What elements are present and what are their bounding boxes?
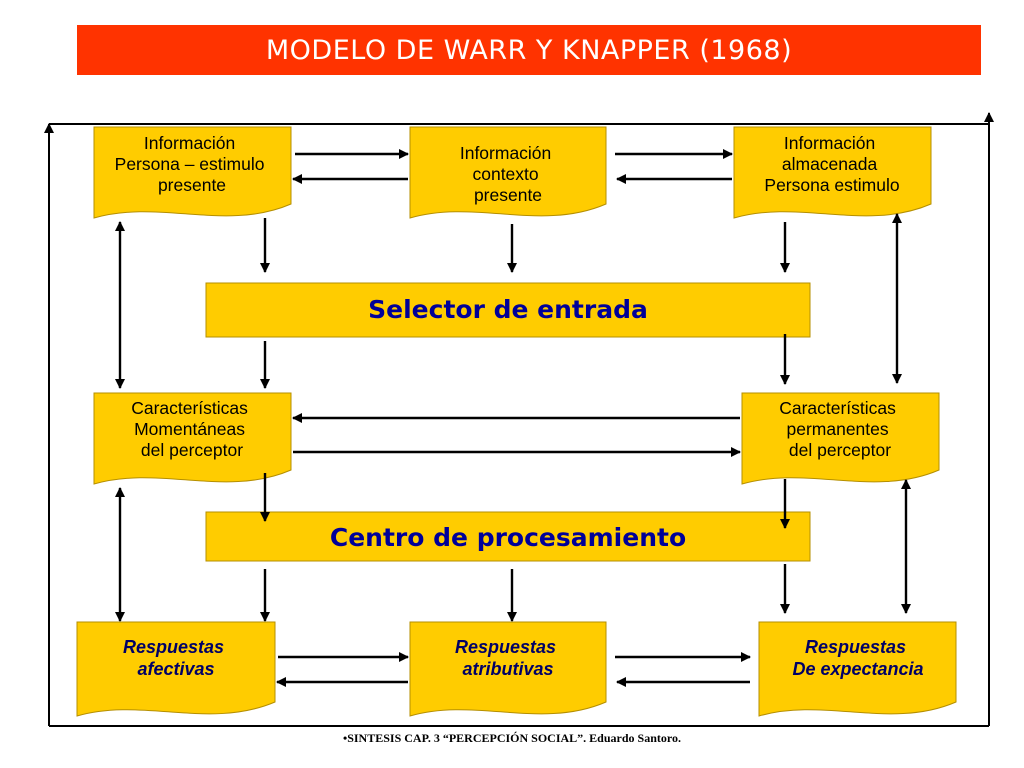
box-caract-momentaneas-line-3: del perceptor (141, 440, 243, 460)
box-resp-afectivas: Respuestas afectivas (76, 621, 276, 717)
box-resp-afectivas-line-2: afectivas (137, 659, 214, 679)
svg-text:Características Momentán: Características Momentáneas del percepto… (131, 398, 253, 460)
box-info-contexto-line-1: Información (460, 143, 551, 163)
bar-selector: Selector de entrada (205, 282, 811, 338)
page-title: MODELO DE WARR Y KNAPPER (1968) (265, 34, 793, 66)
box-caract-permanentes-line-1: Características (779, 398, 896, 418)
box-info-contexto-line-2: contexto (472, 164, 538, 184)
box-info-contexto-line-3: presente (474, 185, 542, 205)
box-caract-momentaneas: Características Momentáneas del percepto… (93, 392, 292, 485)
outer-frame (44, 112, 994, 727)
svg-text:Información contexto: Información contexto presente (460, 143, 556, 205)
box-caract-permanentes-line-2: permanentes (786, 419, 888, 439)
box-caract-momentaneas-line-1: Características (131, 398, 248, 418)
bar-centro-label: Centro de procesamiento (330, 523, 686, 552)
box-resp-afectivas-line-1: Respuestas (123, 637, 224, 657)
box-info-almacenada-line-3: Persona estimulo (764, 175, 899, 195)
box-caract-permanentes-line-3: del perceptor (789, 440, 891, 460)
svg-text:Características permanen: Características permanentes del percepto… (779, 398, 901, 460)
box-resp-expectancia-line-1: Respuestas (805, 637, 906, 657)
box-info-almacenada-line-2: almacenada (782, 154, 878, 174)
box-resp-atributivas-line-1: Respuestas (455, 637, 556, 657)
box-resp-atributivas: Respuestas atributivas (409, 621, 607, 717)
box-info-persona-line-1: Información (144, 133, 235, 153)
box-info-persona: Información Persona – estimulo presente (93, 126, 292, 219)
svg-text:Respuestas De expectanci: Respuestas De expectancia (792, 637, 923, 679)
box-info-persona-line-2: Persona – estimulo (115, 154, 265, 174)
svg-text:Respuestas afectivas: Respuestas afectivas (123, 637, 229, 679)
box-resp-expectancia: Respuestas De expectancia (758, 621, 957, 717)
box-info-persona-line-3: presente (158, 175, 226, 195)
box-resp-atributivas-line-2: atributivas (462, 659, 553, 679)
title-bar: MODELO DE WARR Y KNAPPER (1968) (77, 25, 981, 75)
svg-text:Respuestas atributivas: Respuestas atributivas (455, 637, 561, 679)
box-caract-momentaneas-line-2: Momentáneas (134, 419, 245, 439)
box-resp-expectancia-line-2: De expectancia (792, 659, 923, 679)
box-info-almacenada: Información almacenada Persona estimulo (733, 126, 932, 219)
svg-text:Información Persona – es: Información Persona – estimulo presente (115, 133, 270, 195)
box-caract-permanentes: Características permanentes del percepto… (741, 392, 940, 485)
bar-centro: Centro de procesamiento (205, 511, 811, 562)
arrows (115, 149, 911, 687)
box-info-contexto: Información contexto presente (409, 126, 607, 219)
svg-text:Información almacenada: Información almacenada Persona estimulo (764, 133, 899, 195)
box-info-almacenada-line-1: Información (784, 133, 875, 153)
bar-selector-label: Selector de entrada (368, 295, 648, 324)
footer-citation: •SINTESIS CAP. 3 “PERCEPCIÓN SOCIAL”. Ed… (343, 731, 681, 745)
